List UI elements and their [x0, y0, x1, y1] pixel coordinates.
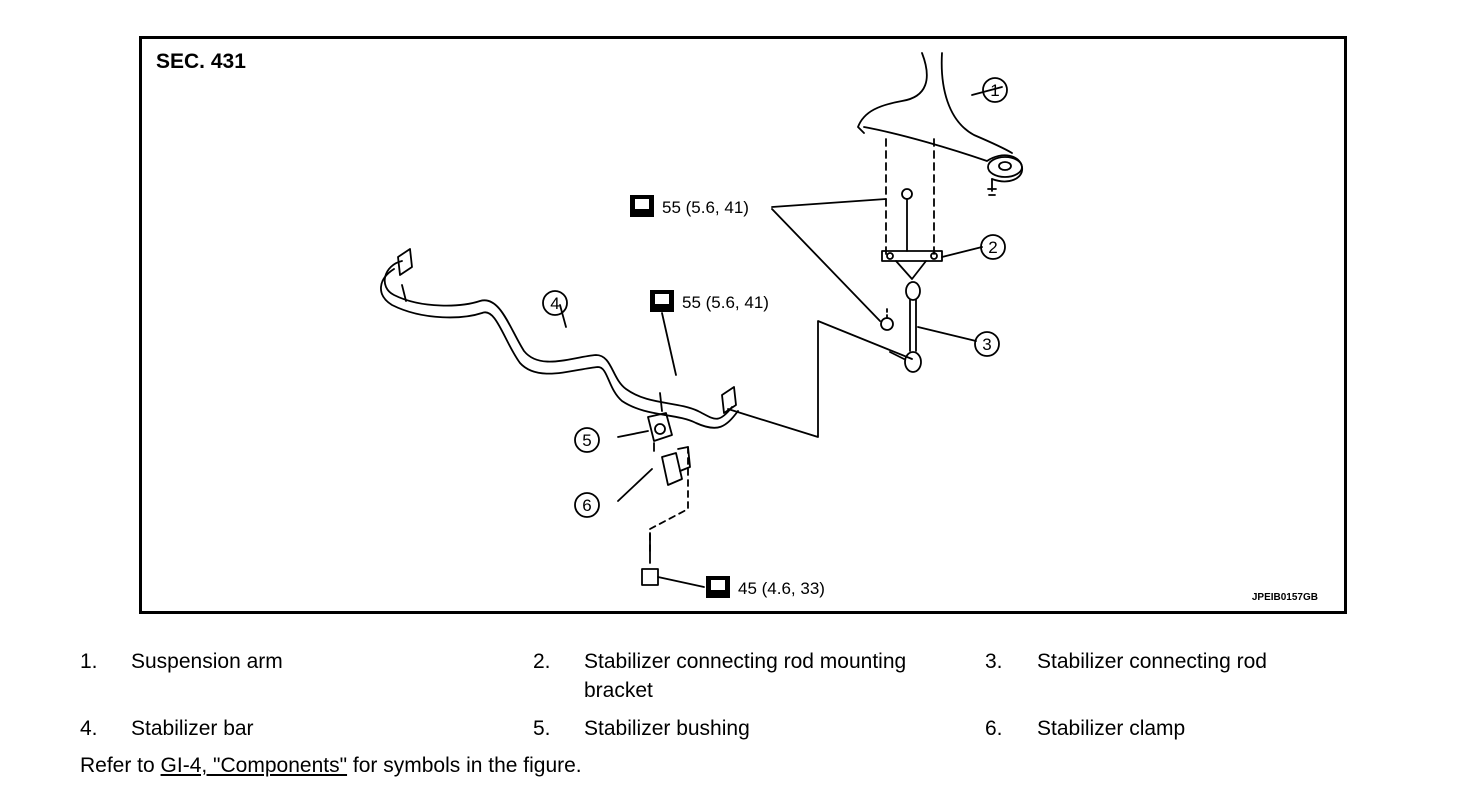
legend-text-1: Suspension arm: [131, 650, 283, 673]
section-label: SEC. 431: [156, 50, 246, 73]
figure-code: JPEIB0157GB: [1251, 592, 1318, 603]
callout-6: 6: [582, 496, 591, 515]
legend-num-3: 3.: [985, 650, 1003, 673]
zigzag-leader: [727, 320, 913, 438]
legend-text-4: Stabilizer bar: [131, 717, 254, 740]
torque-value-1: 55 (5.6, 41): [662, 198, 749, 217]
components-link[interactable]: GI-4, "Components": [160, 754, 348, 777]
legend-num-2: 2.: [533, 650, 551, 673]
legend-text-5: Stabilizer bushing: [584, 717, 750, 740]
legend-num-4: 4.: [80, 717, 98, 740]
legend-text-2: Stabilizer connecting rod mounting brack…: [584, 650, 907, 702]
exploded-diagram: 1 2 3 4 5 6 55 (5.6, 41) 55 (5.6, 41) 45…: [139, 36, 1347, 614]
callout-5: 5: [582, 431, 591, 450]
mounting-bracket-drawing: [881, 188, 943, 280]
bushing-clamp-drawing: [641, 412, 705, 588]
connecting-rod-drawing: [880, 281, 922, 373]
note-prefix: Refer to: [80, 754, 161, 777]
wrench-icon: [630, 195, 730, 598]
legend-num-6: 6.: [985, 717, 1003, 740]
torque-value-2: 55 (5.6, 41): [682, 293, 769, 312]
torque-value-3: 45 (4.6, 33): [738, 579, 825, 598]
callout-3: 3: [982, 335, 991, 354]
callout-2: 2: [988, 238, 997, 257]
callout-4: 4: [550, 294, 559, 313]
callout-circles: [542, 77, 1008, 518]
legend-text-3: Stabilizer connecting rod: [1037, 650, 1267, 673]
note-suffix: for symbols in the figure.: [347, 754, 582, 777]
callout-1: 1: [990, 81, 999, 100]
legend-num-5: 5.: [533, 717, 551, 740]
stabilizer-bar-drawing: [380, 248, 739, 429]
leader-lines: [559, 86, 1003, 502]
legend-num-1: 1.: [80, 650, 98, 673]
diagram-drawing: 1 2 3 4 5 6 55 (5.6, 41) 55 (5.6, 41) 45…: [380, 52, 1023, 598]
legend-text-6: Stabilizer clamp: [1037, 717, 1186, 740]
reference-note: Refer to GI-4, "Components" for symbols …: [80, 754, 582, 778]
